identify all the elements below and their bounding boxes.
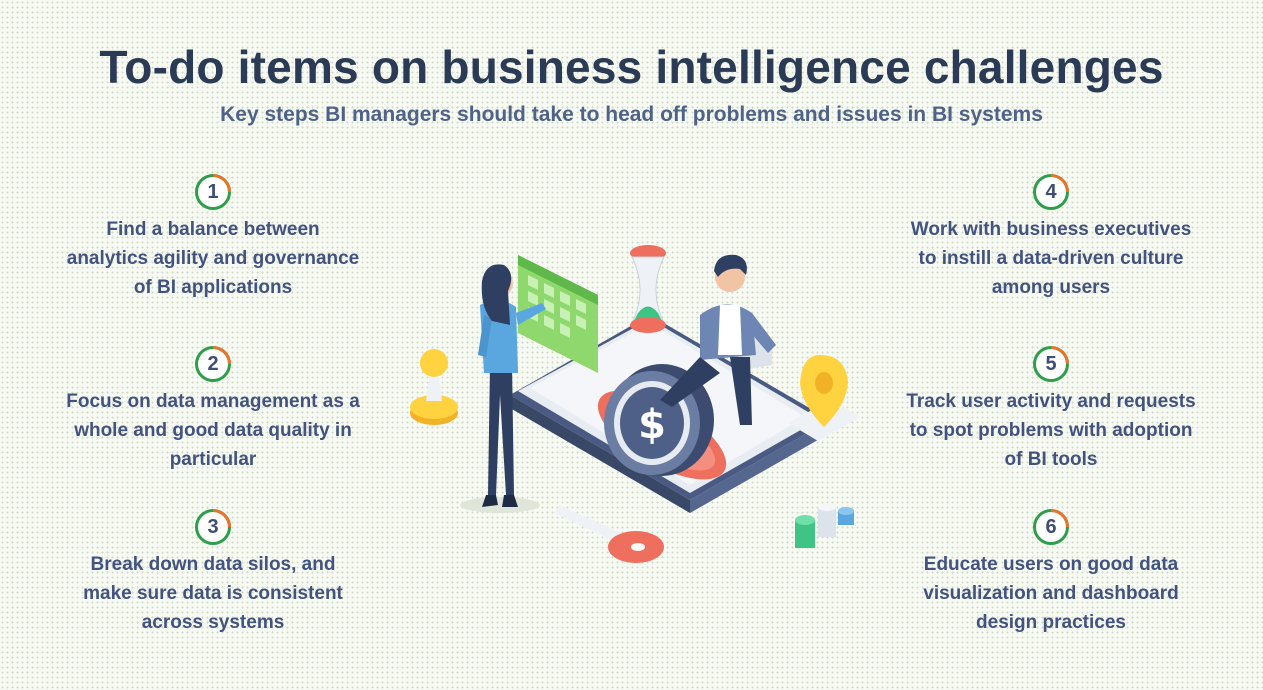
todo-item-6: 6 Educate users on good data visualizati… (886, 508, 1216, 637)
badge-ring-icon (195, 509, 231, 545)
badge-number: 3 (207, 516, 219, 538)
svg-text:$: $ (638, 402, 666, 448)
badge-number: 1 (207, 181, 219, 203)
number-badge: 4 (1032, 173, 1070, 211)
todo-item-text: Focus on data management as a whole and … (66, 391, 360, 470)
location-pin-illustration (788, 355, 860, 441)
todo-item-text: Find a balance between analytics agility… (66, 219, 360, 298)
badge-number: 6 (1045, 516, 1057, 538)
badge-ring-icon (1033, 509, 1069, 545)
todo-item-text: Educate users on good data visualization… (923, 554, 1179, 633)
todo-item-2: 2 Focus on data management as a whole an… (48, 345, 378, 474)
badge-number: 4 (1045, 181, 1057, 203)
page-subtitle: Key steps BI managers should take to hea… (220, 103, 1043, 126)
badge-ring-icon (1033, 174, 1069, 210)
badge-ring-icon (195, 174, 231, 210)
todo-item-4: 4 Work with business executives to insti… (886, 173, 1216, 302)
page-title: To-do items on business intelligence cha… (99, 41, 1164, 93)
number-badge: 1 (194, 173, 232, 211)
todo-item-3: 3 Break down data silos, and make sure d… (48, 508, 378, 637)
badge-ring-icon (195, 346, 231, 382)
data-cylinders-illustration (795, 503, 854, 548)
number-badge: 6 (1032, 508, 1070, 546)
todo-item-text: Work with business executives to instill… (910, 219, 1192, 298)
number-badge: 2 (194, 345, 232, 383)
key-illustration (554, 505, 664, 563)
number-badge: 3 (194, 508, 232, 546)
todo-item-5: 5 Track user activity and requests to sp… (886, 345, 1216, 474)
man-illustration (660, 254, 776, 425)
badge-ring-icon (1033, 346, 1069, 382)
number-badge: 5 (1032, 345, 1070, 383)
todo-item-text: Track user activity and requests to spot… (906, 391, 1196, 470)
chess-pawn-illustration (410, 349, 458, 425)
todo-item-1: 1 Find a balance between analytics agili… (48, 173, 378, 302)
woman-illustration (460, 264, 546, 513)
badge-number: 2 (207, 353, 219, 375)
todo-item-text: Break down data silos, and make sure dat… (83, 554, 343, 633)
bi-illustration: $ (410, 245, 860, 563)
hourglass-illustration (630, 245, 666, 333)
badge-number: 5 (1045, 353, 1057, 375)
calendar-board-illustration (518, 255, 598, 373)
